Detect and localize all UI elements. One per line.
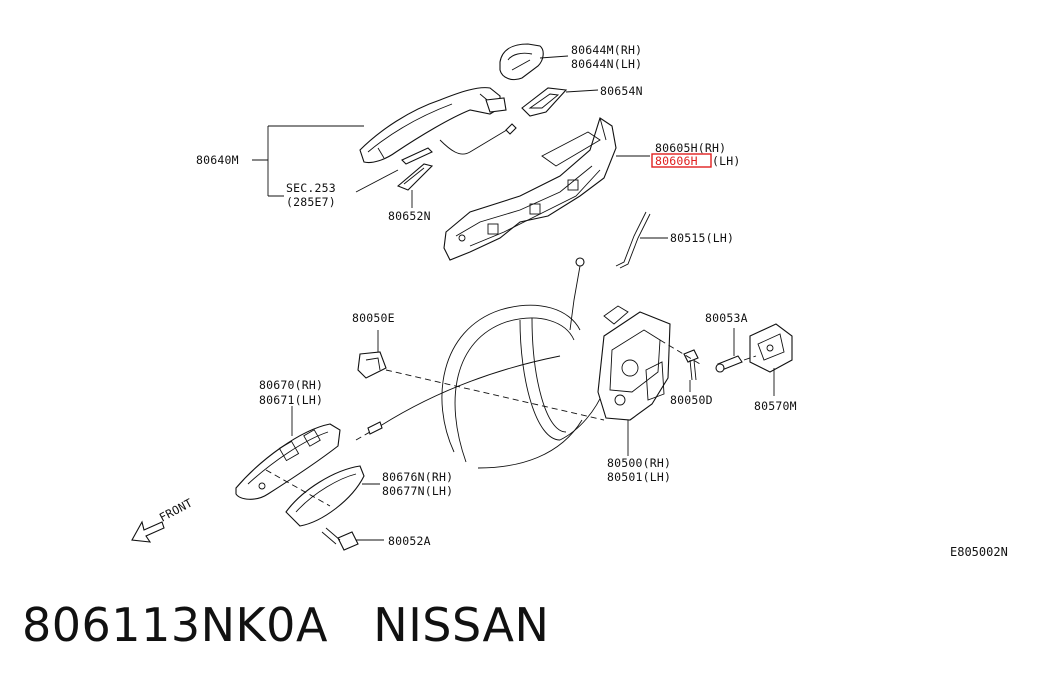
diagram-code: E805002N bbox=[950, 545, 1008, 559]
handle-cable bbox=[439, 127, 511, 155]
label-sec: SEC.253 bbox=[286, 181, 336, 195]
inside-handle-part bbox=[235, 423, 341, 500]
escutcheon-part bbox=[499, 43, 544, 81]
part-number: 806113NK0A bbox=[22, 598, 328, 652]
handle-rod bbox=[401, 147, 433, 165]
pin-part bbox=[715, 355, 743, 373]
gasket-part bbox=[521, 87, 568, 117]
highlight-box bbox=[651, 153, 712, 168]
label-80671: 80671(LH) bbox=[259, 393, 323, 407]
rear-gasket-part bbox=[396, 163, 434, 191]
clip-part bbox=[357, 351, 387, 379]
front-arrow-icon bbox=[131, 520, 165, 543]
label-80606h: 80606H bbox=[655, 154, 698, 168]
label-80644m: 80644M(RH) bbox=[571, 43, 642, 57]
label-80501: 80501(LH) bbox=[607, 470, 671, 484]
label-80500: 80500(RH) bbox=[607, 456, 671, 470]
caption: 806113NK0A NISSAN bbox=[22, 598, 549, 652]
label-80052a: 80052A bbox=[388, 534, 431, 548]
label-80605h: 80605H(RH) bbox=[655, 141, 726, 155]
label-80050d: 80050D bbox=[670, 393, 713, 407]
cable-end bbox=[505, 123, 517, 135]
label-80570m: 80570M bbox=[754, 399, 797, 413]
label-80053a: 80053A bbox=[705, 311, 748, 325]
lock-rod-part bbox=[615, 211, 647, 267]
brand-name: NISSAN bbox=[373, 598, 550, 652]
parts-diagram: FRONT 80644M(RH) 80644N(LH) 80654N 80605… bbox=[131, 43, 1008, 559]
cable-loop bbox=[441, 304, 605, 469]
label-80652n: 80652N bbox=[388, 209, 431, 223]
front-label: FRONT bbox=[157, 496, 195, 525]
label-80515: 80515(LH) bbox=[670, 231, 734, 245]
label-80677n: 80677N(LH) bbox=[382, 484, 453, 498]
vertical-cable bbox=[569, 265, 581, 331]
label-80050e: 80050E bbox=[352, 311, 395, 325]
inside-cable bbox=[373, 355, 561, 431]
label-sec-code: (285E7) bbox=[286, 195, 336, 209]
label-80606h-suffix: (LH) bbox=[712, 154, 741, 168]
label-80670: 80670(RH) bbox=[259, 378, 323, 392]
outside-handle-part bbox=[359, 87, 507, 164]
label-80654n: 80654N bbox=[600, 84, 643, 98]
screw-part bbox=[683, 349, 699, 381]
label-80644n: 80644N(LH) bbox=[571, 57, 642, 71]
bolt-part bbox=[321, 527, 359, 551]
handle-bracket-part bbox=[443, 117, 617, 261]
striker-part bbox=[749, 323, 793, 373]
label-80640m: 80640M bbox=[196, 153, 239, 167]
door-lock-part bbox=[597, 305, 671, 421]
label-80676n: 80676N(RH) bbox=[382, 470, 453, 484]
inside-escutcheon-part bbox=[285, 465, 365, 527]
